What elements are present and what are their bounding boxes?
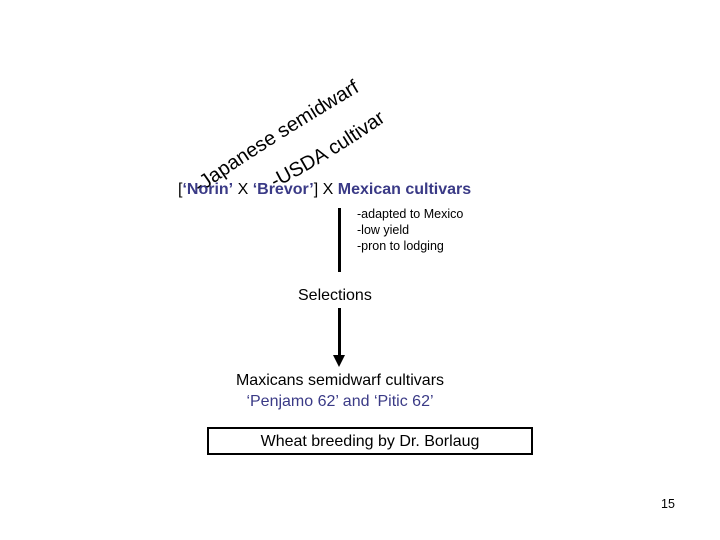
title-box-label: Wheat breeding by Dr. Borlaug <box>260 433 480 450</box>
selections-label: Selections <box>298 287 372 304</box>
note-item: -low yield <box>357 223 410 237</box>
cross-symbol: X <box>233 181 253 198</box>
note-item: -adapted to Mexico <box>357 207 464 221</box>
arrow-down-icon <box>333 355 345 367</box>
title-box: Wheat breeding by Dr. Borlaug <box>207 427 533 455</box>
mexican-cultivar-notes: -adapted to Mexico -low yield -pron to l… <box>357 206 463 254</box>
close-bracket: ] <box>313 181 319 198</box>
page-number: 15 <box>661 497 675 511</box>
cross-line: [‘Norin’ X ‘Brevor’] X Mexican cultivars <box>178 181 471 199</box>
result-text: Maxicans semidwarf cultivars ‘Penjamo 62… <box>220 370 460 412</box>
open-bracket: [ <box>178 181 183 198</box>
brevor-cultivar: ‘Brevor’ <box>252 181 314 198</box>
cross-symbol-2: X <box>318 181 338 198</box>
note-item: -pron to lodging <box>357 239 444 253</box>
result-line-2: ‘Penjamo 62’ and ‘Pitic 62’ <box>246 393 434 410</box>
arrow-shaft <box>338 308 341 358</box>
connector-line <box>338 208 341 272</box>
norin-cultivar: ‘Norin’ <box>182 181 234 198</box>
mexican-cultivars: Mexican cultivars <box>337 181 472 198</box>
result-line-1: Maxicans semidwarf cultivars <box>235 372 445 389</box>
